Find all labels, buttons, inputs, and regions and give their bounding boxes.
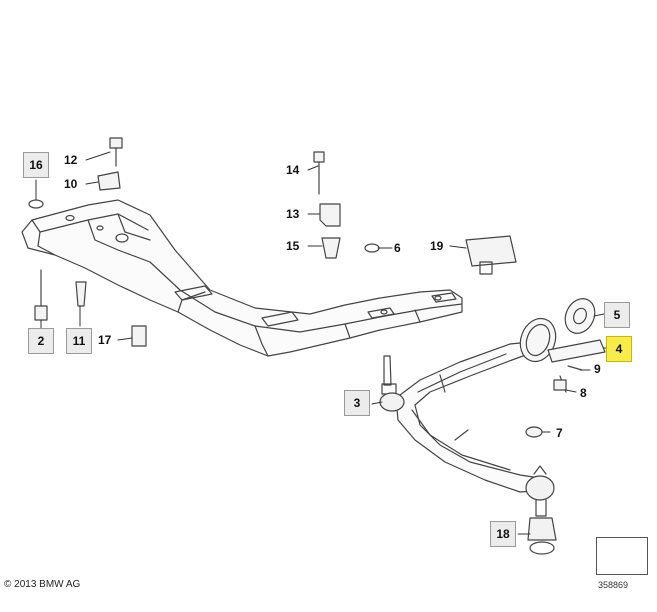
part-9-bolt	[567, 365, 583, 371]
callout-label: 11	[72, 334, 86, 348]
callout-label: 15	[286, 239, 300, 253]
leader-lines	[35, 151, 615, 535]
callout-label: 2	[37, 334, 45, 348]
document-number: 358869	[598, 580, 629, 590]
callout-label: 4	[615, 342, 623, 356]
callout-label: 12	[64, 153, 78, 167]
callout-label: 6	[394, 241, 401, 255]
callout-label: 5	[613, 308, 621, 322]
part-15-clip	[321, 237, 341, 259]
callout-8[interactable]: 8	[580, 386, 587, 400]
callout-12[interactable]: 12	[64, 153, 77, 167]
callout-label: 8	[580, 386, 587, 400]
callout-label: 7	[556, 426, 563, 440]
callout-3[interactable]: 3	[344, 390, 370, 416]
callout-label: 3	[353, 396, 361, 410]
part-12-bolt	[109, 137, 123, 167]
part-11-pin	[75, 281, 87, 307]
callout-17[interactable]: 17	[98, 333, 111, 347]
part-19-mount	[465, 235, 517, 275]
part-17-sleeve	[131, 325, 147, 347]
part-10-nut	[97, 171, 121, 191]
part-16-washer	[28, 199, 44, 209]
callout-label: 17	[98, 333, 112, 347]
callout-9[interactable]: 9	[594, 362, 601, 376]
callout-7[interactable]: 7	[556, 426, 563, 440]
callout-label: 10	[64, 177, 78, 191]
callout-14[interactable]: 14	[286, 163, 299, 177]
callout-label: 18	[496, 527, 510, 541]
part-6-washer	[364, 243, 380, 253]
callout-13[interactable]: 13	[286, 207, 299, 221]
callout-label: 16	[29, 158, 43, 172]
part-2-bolt	[34, 269, 48, 321]
rubber-mounting	[519, 298, 606, 363]
callout-label: 14	[286, 163, 300, 177]
control-arm	[395, 341, 546, 493]
callout-6[interactable]: 6	[394, 241, 401, 255]
callout-19[interactable]: 19	[430, 239, 443, 253]
callout-label: 9	[594, 362, 601, 376]
axle-carrier	[21, 199, 463, 357]
callout-label: 19	[430, 239, 444, 253]
callout-2[interactable]: 2	[28, 328, 54, 354]
part-13-bracket	[319, 203, 341, 227]
callout-18[interactable]: 18	[490, 521, 516, 547]
part-14-screw	[313, 151, 325, 195]
callout-4[interactable]: 4	[606, 336, 632, 362]
part-8-bolt	[553, 375, 567, 393]
callout-11[interactable]: 11	[66, 328, 92, 354]
part-7-nut	[525, 426, 543, 438]
ball-joint-lower	[525, 465, 557, 555]
callout-15[interactable]: 15	[286, 239, 299, 253]
callout-5[interactable]: 5	[604, 302, 630, 328]
copyright-text: © 2013 BMW AG	[4, 579, 81, 590]
ball-joint-upper	[379, 355, 405, 412]
navigation-box[interactable]	[596, 537, 648, 575]
callout-10[interactable]: 10	[64, 177, 77, 191]
callout-16[interactable]: 16	[23, 152, 49, 178]
callout-label: 13	[286, 207, 300, 221]
